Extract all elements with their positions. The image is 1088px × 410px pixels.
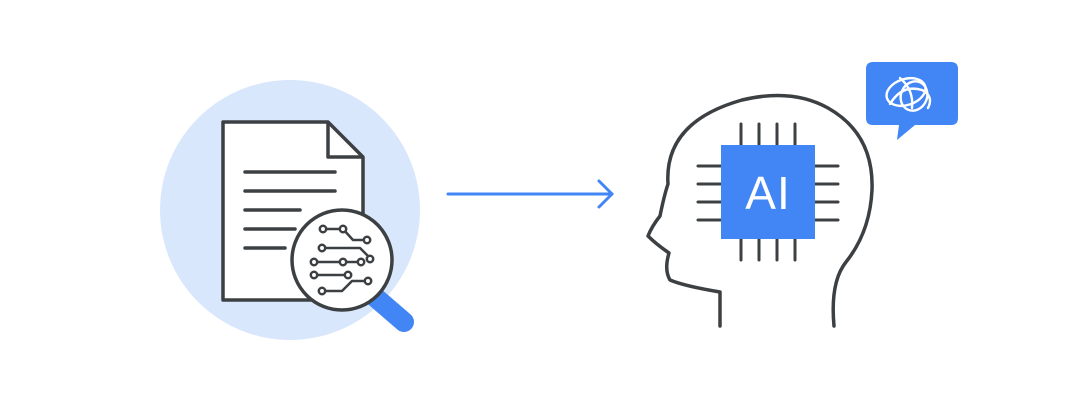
ai-chip-icon	[721, 145, 815, 239]
chip-pins	[696, 122, 840, 262]
document-analysis-group	[160, 80, 420, 340]
ai-head-group: AI	[646, 62, 958, 328]
arrow-right-icon	[446, 179, 614, 209]
circuit-icon	[309, 224, 375, 296]
scribble-icon	[885, 76, 932, 112]
chip-label: AI	[745, 167, 790, 219]
document-text-lines	[243, 170, 337, 250]
human-head-icon	[646, 93, 874, 328]
